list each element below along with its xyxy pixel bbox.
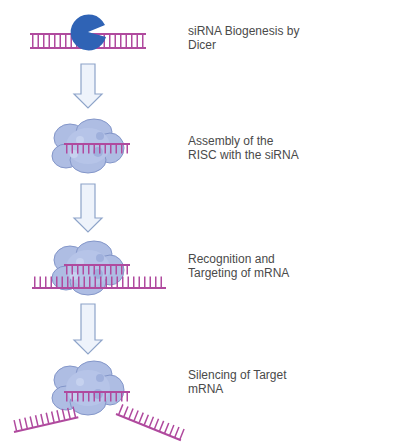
mrna-strand [32,282,166,288]
step-node: Silencing of Target mRNA [12,358,392,447]
step-node: Recognition and Targeting of mRNA [12,236,392,300]
step-label: Assembly of the RISC with the siRNA [188,134,302,162]
risc-complex [52,361,124,415]
flow-arrow [74,184,102,232]
sirna-strand [64,265,130,270]
cleaved-mrna [116,408,183,440]
step-node: Assembly of the RISC with the siRNA [12,112,392,180]
step-label: Silencing of Target mRNA [188,368,302,396]
step-label: siRNA Biogenesis by Dicer [188,24,302,52]
step-label: Recognition and Targeting of mRNA [188,252,302,280]
flow-arrow [74,304,102,354]
sirna-strand [64,392,130,397]
cleaved-mrna [13,411,79,432]
dicer-enzyme [71,14,106,50]
sirna-strand [64,144,130,149]
flow-arrow [74,64,102,108]
step-node: siRNA Biogenesis by Dicer [12,10,392,60]
